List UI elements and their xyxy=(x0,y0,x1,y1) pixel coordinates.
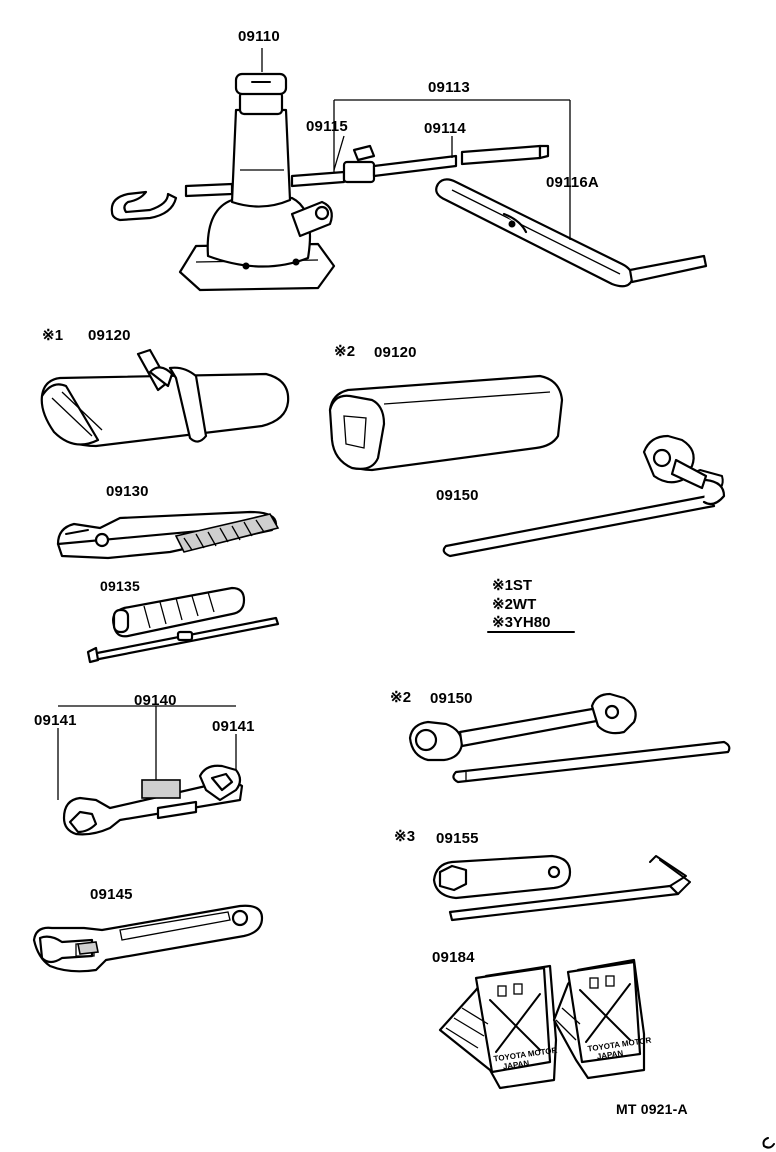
label-jack: 09110 xyxy=(238,28,280,45)
mark-lug-wt: ※2 xyxy=(390,689,412,706)
label-handle-lever: 09116A xyxy=(546,174,599,191)
legend-item-st: ※1ST xyxy=(492,576,532,594)
label-adjustable-wrench: 09145 xyxy=(90,886,133,903)
tool-bag-zip-drawing xyxy=(328,374,564,472)
label-screwdriver: 09135 xyxy=(100,578,140,594)
legend-text: WT xyxy=(512,596,537,613)
legend-mark: ※2 xyxy=(492,596,513,613)
label-tool-bag-wt: 09120 xyxy=(374,344,417,361)
label-wrench-set: 09140 xyxy=(134,692,177,709)
legend-item-wt: ※2WT xyxy=(492,595,536,613)
label-wrench-right: 09141 xyxy=(212,718,255,735)
label-wheel-chock: 09184 xyxy=(432,949,475,966)
mark-bag-wt: ※2 xyxy=(334,343,356,360)
pliers-drawing xyxy=(56,510,280,560)
label-pliers: 09130 xyxy=(106,483,149,500)
mark-bag-st: ※1 xyxy=(42,327,64,344)
label-wrench-left: 09141 xyxy=(34,712,77,729)
corner-mark xyxy=(762,1137,775,1149)
lug-wrench-drawing xyxy=(442,434,726,558)
leader-lines-top xyxy=(261,48,571,240)
label-handle-ext: 09115 xyxy=(306,118,348,135)
adjustable-wrench-drawing xyxy=(32,904,264,973)
legend-text: ST xyxy=(512,577,533,594)
lug-wrench-wt-drawing xyxy=(408,692,731,784)
footer-code: MT 0921-A xyxy=(616,1101,688,1117)
mark-plug: ※3 xyxy=(394,828,416,845)
plug-wrench-drawing xyxy=(432,854,691,922)
label-handle-sub: 09114 xyxy=(424,120,466,137)
label-tool-bag-st: 09120 xyxy=(88,327,131,344)
wrench-set-drawing xyxy=(57,705,244,836)
legend-mark: ※3 xyxy=(492,614,513,631)
legend-mark: ※1 xyxy=(492,577,513,594)
lever-drawing xyxy=(435,178,708,288)
hook-drawing xyxy=(110,190,178,222)
label-lug-wrench: 09150 xyxy=(436,487,479,504)
wheel-chocks-drawing xyxy=(438,958,646,1090)
jack-drawing xyxy=(178,72,336,292)
screwdriver-drawing xyxy=(86,586,280,664)
label-plug-wrench: 09155 xyxy=(436,830,479,847)
label-lug-wrench-wt: 09150 xyxy=(430,690,473,707)
handle-drawing xyxy=(290,144,550,188)
legend-text: YH80 xyxy=(512,614,551,631)
label-handle-assy: 09113 xyxy=(428,79,470,96)
legend-item-yh80: ※3YH80 xyxy=(492,613,550,631)
tool-bag-roll-drawing xyxy=(40,348,290,448)
